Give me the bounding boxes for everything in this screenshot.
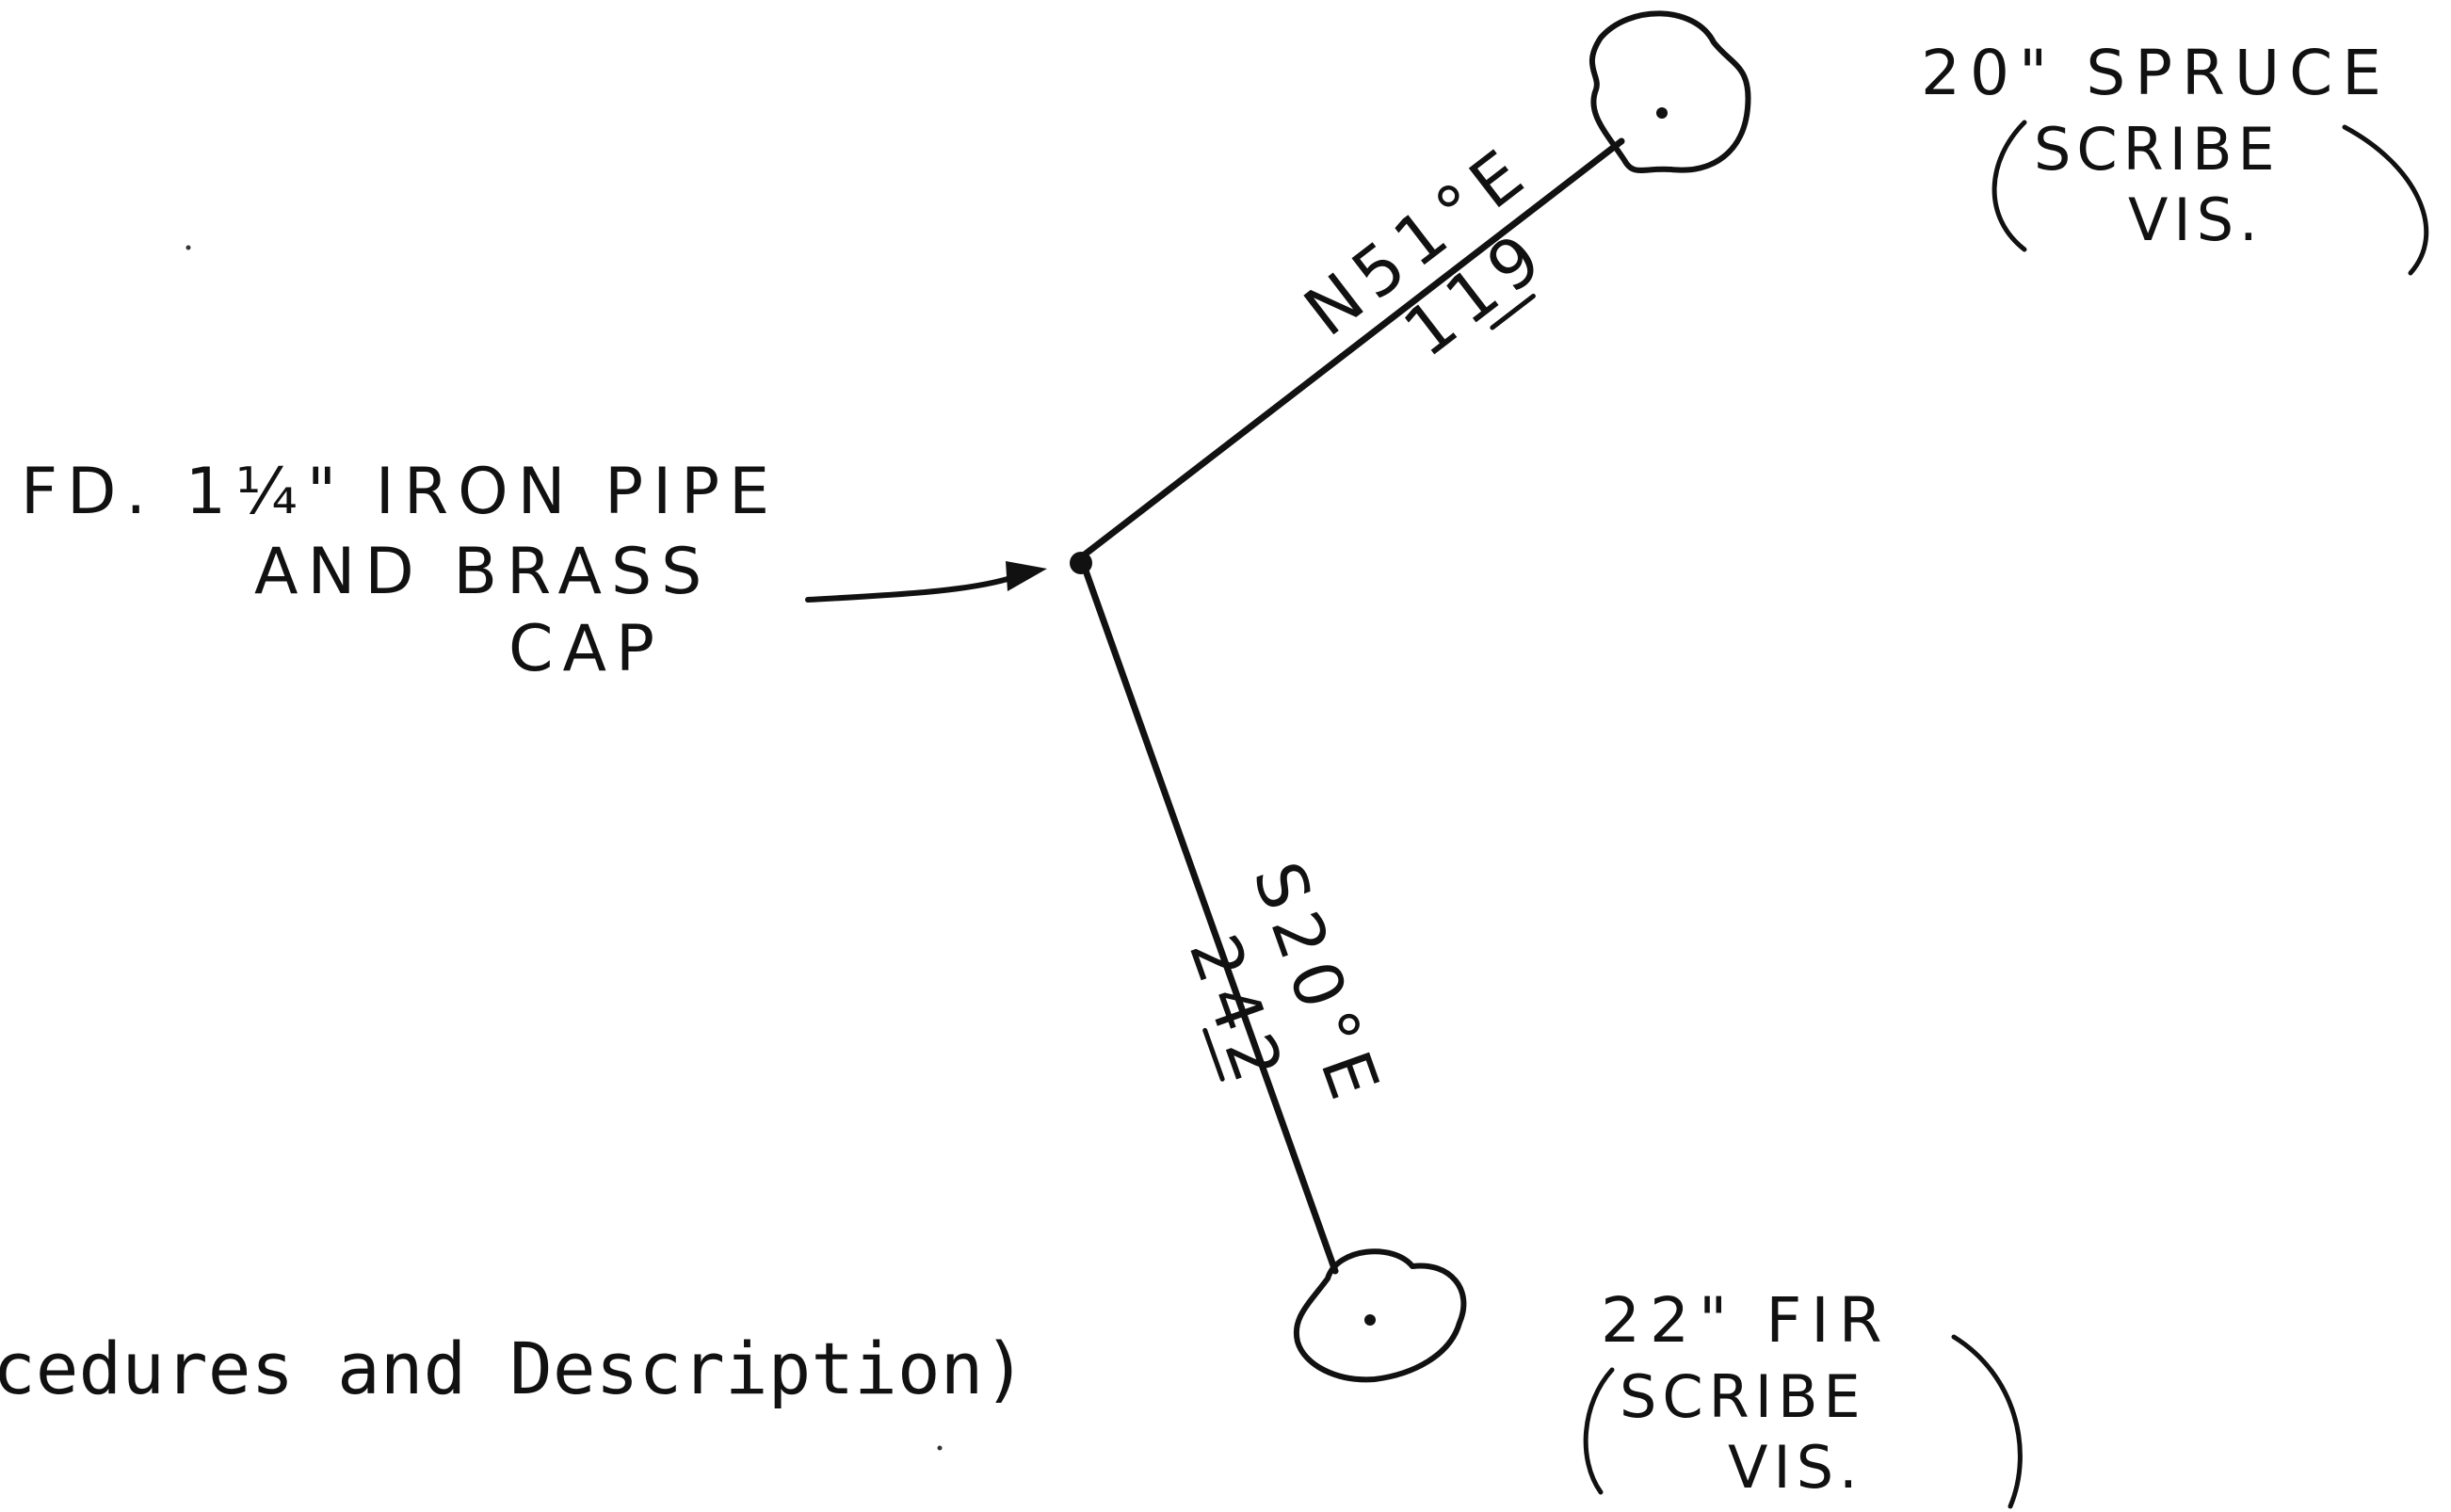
leader-line: [805, 571, 1024, 603]
fir-tree-icon: [1293, 1248, 1467, 1383]
spruce-label-line1: 20" SPRUCE: [1921, 37, 2391, 109]
fir-label-right-paren: [1951, 1334, 2023, 1509]
bearing-line-to-fir: [1077, 554, 1339, 1275]
monument-label: FD. 1¼" IRON PIPE AND BRASS CAP: [21, 455, 779, 686]
spruce-tree-icon: [1588, 10, 1751, 173]
monument-label-line1: FD. 1¼" IRON PIPE: [21, 455, 779, 529]
fir-label: 22" FIR SCRIBE VIS.: [1583, 1284, 2023, 1509]
typed-caption: cedures and Description): [0, 1327, 1026, 1410]
monument-label-line3: CAP: [508, 612, 664, 686]
scan-speck: [937, 1445, 943, 1451]
spruce-label-left-paren: [1991, 120, 2027, 252]
monument-label-line2: AND BRASS: [254, 535, 711, 609]
leader-arrowhead-icon: [1006, 561, 1047, 591]
scan-speck: [185, 245, 191, 250]
spruce-label-right-paren: [2342, 124, 2429, 276]
spruce-label: 20" SPRUCE SCRIBE VIS.: [1921, 37, 2429, 276]
spruce-label-line3: VIS.: [2128, 185, 2264, 254]
fir-label-left-paren: [1583, 1367, 1615, 1495]
bearing-line-to-spruce: [1077, 137, 1625, 561]
spruce-bearing-group: N51°E 119: [1290, 130, 1562, 373]
spruce-label-line2: SCRIBE: [2034, 115, 2281, 184]
fir-distance-underline: [1202, 1027, 1225, 1082]
fir-label-line1: 22" FIR: [1601, 1284, 1892, 1357]
fir-label-line2: SCRIBE: [1620, 1362, 1866, 1431]
spruce-distance-underline: [1490, 293, 1536, 330]
fir-label-line3: VIS.: [1728, 1433, 1863, 1502]
monument-point-icon: [1070, 552, 1092, 574]
